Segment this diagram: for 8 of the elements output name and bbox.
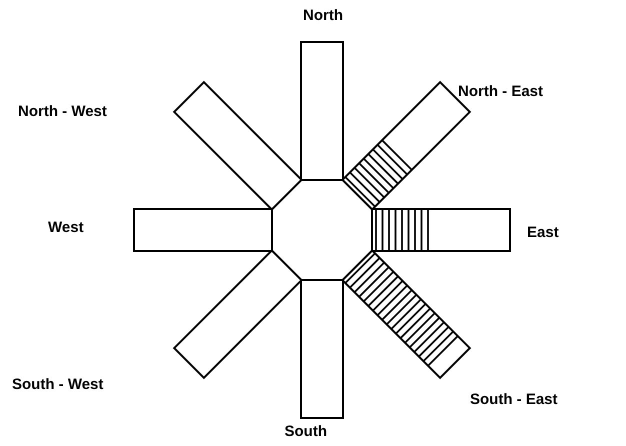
- direction-label: East: [527, 224, 559, 241]
- direction-label: South: [284, 423, 327, 440]
- direction-label: South - West: [12, 376, 104, 393]
- direction-label: North - West: [18, 103, 107, 120]
- direction-label: North: [303, 7, 343, 24]
- direction-label: West: [48, 219, 84, 236]
- direction-label: North - East: [458, 83, 544, 100]
- direction-label: South - East: [470, 391, 558, 408]
